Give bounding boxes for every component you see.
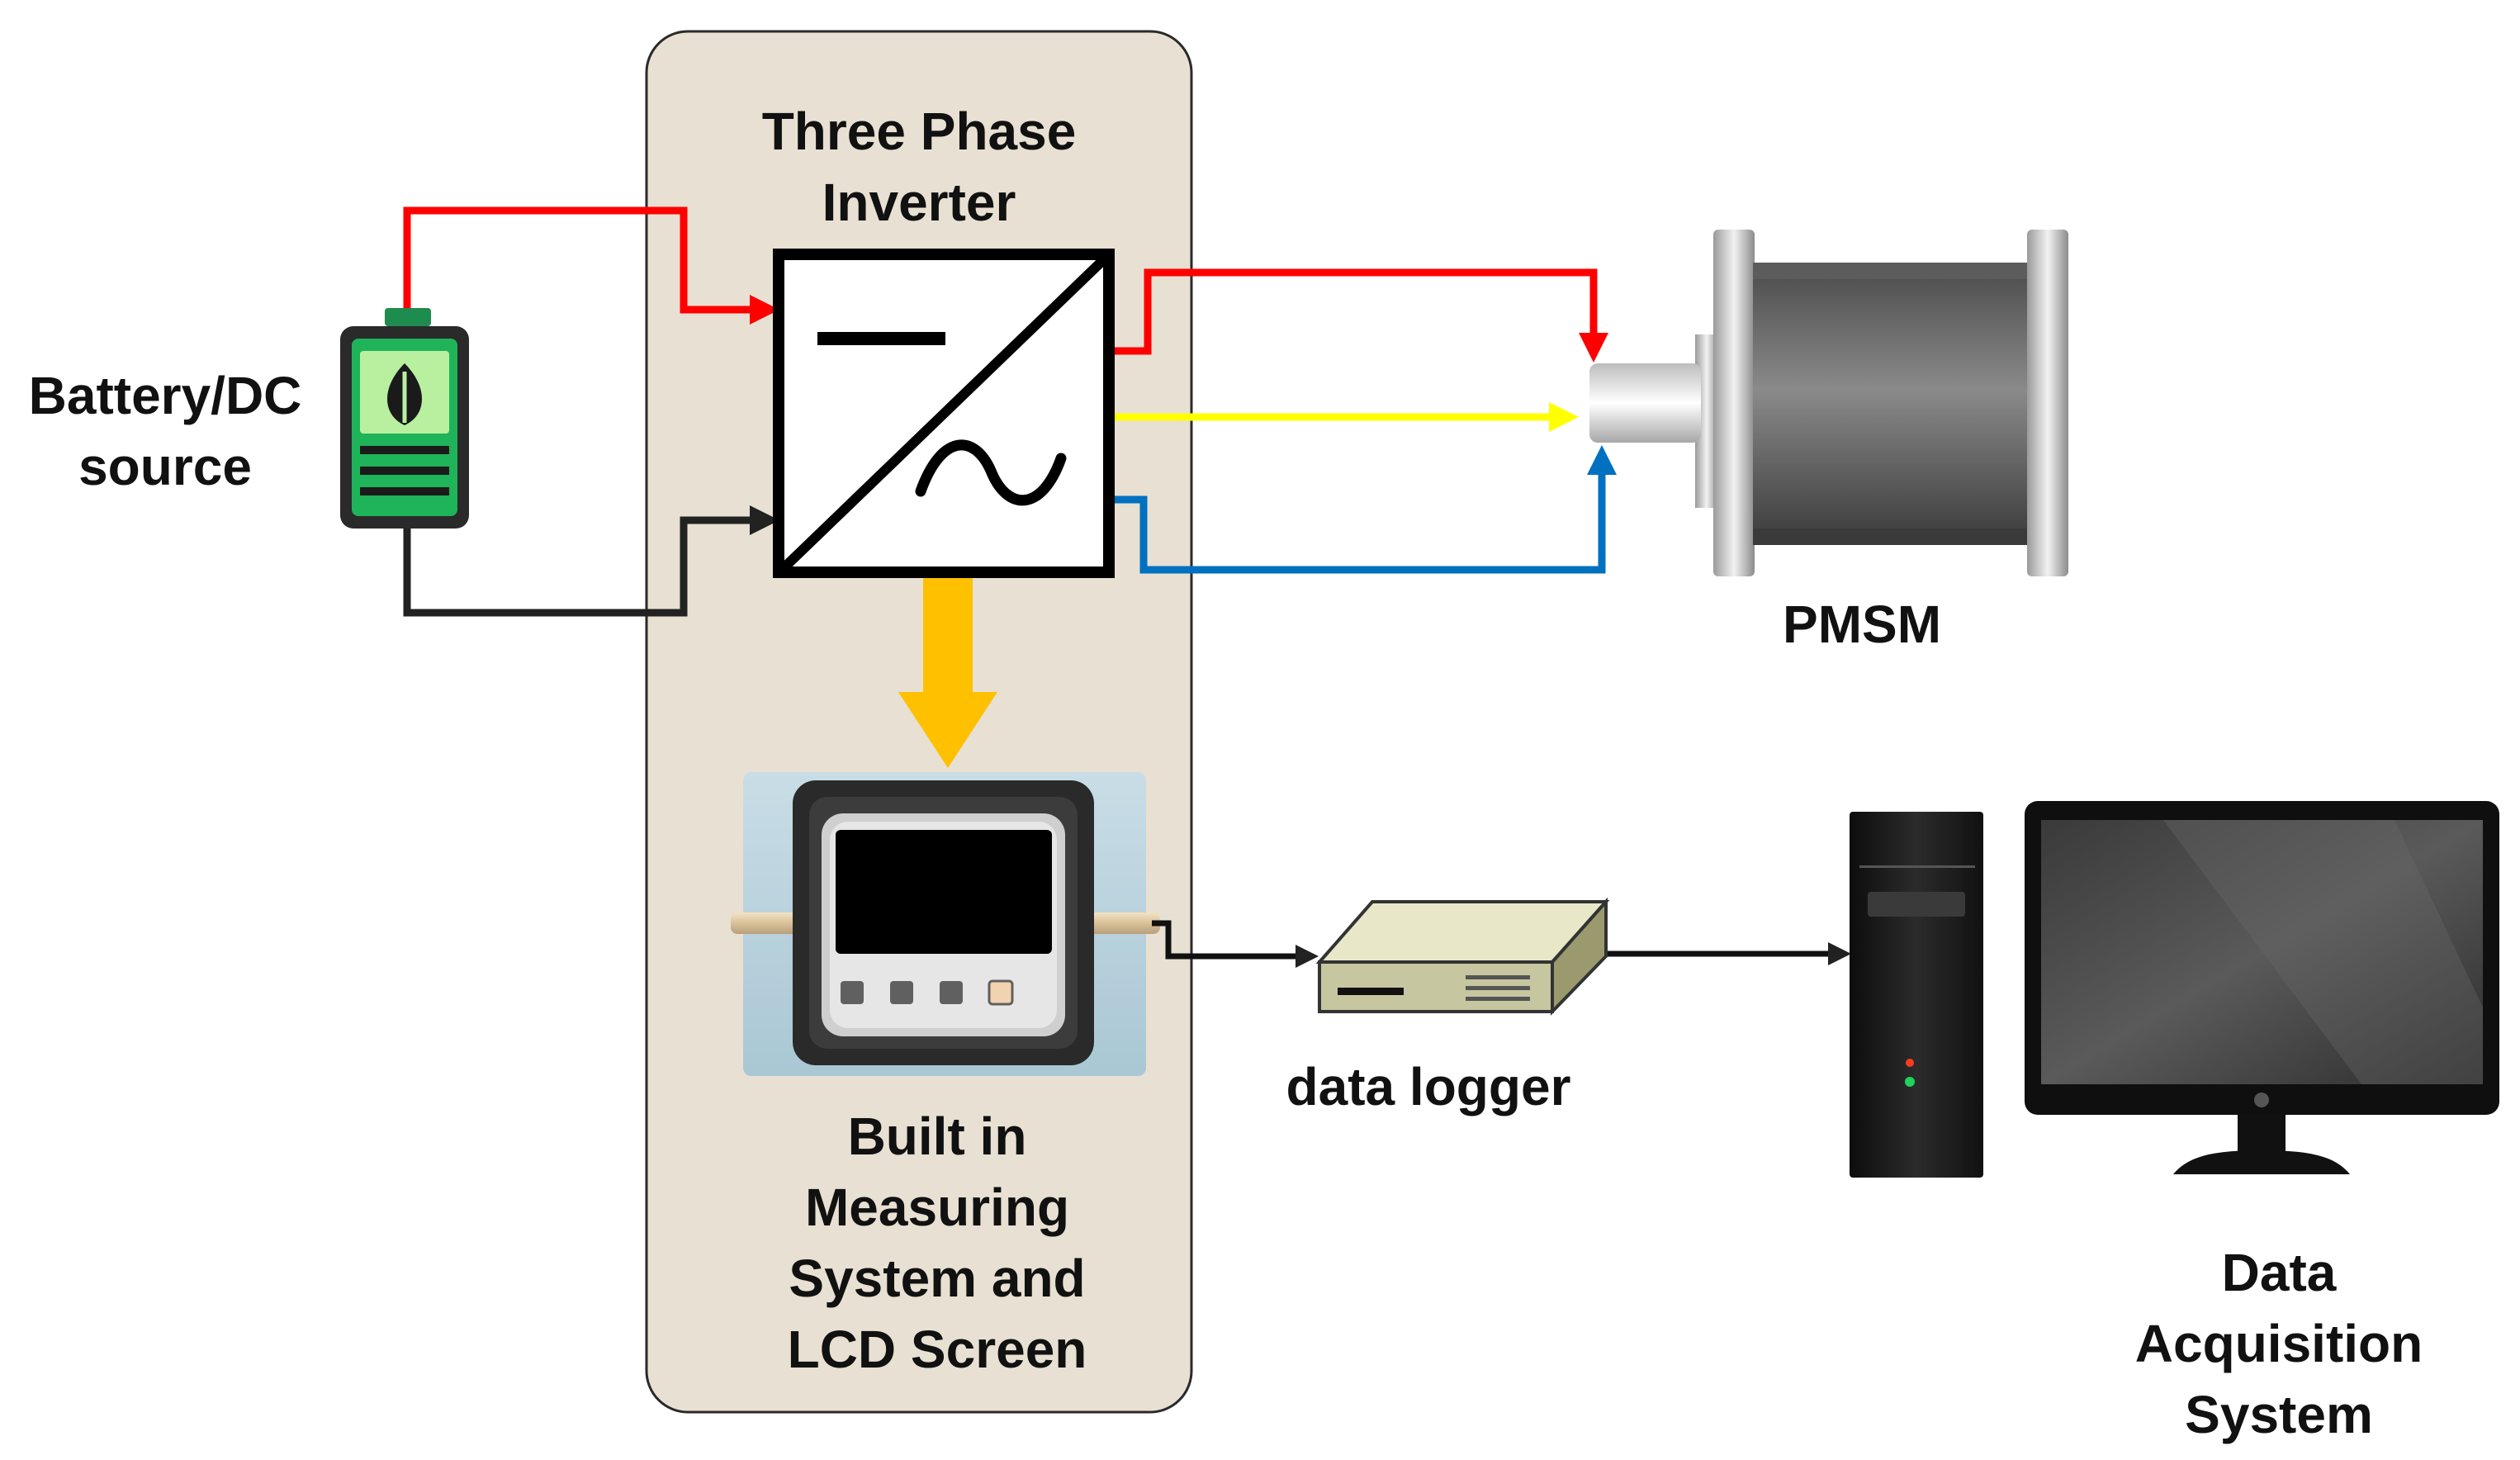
daq-label-line-2: Acquisition	[2134, 1314, 2423, 1373]
measuring-label-line-2: Measuring	[804, 1178, 1070, 1237]
monitor-icon	[2025, 801, 2499, 1174]
inverter-title-line-2: Inverter	[822, 173, 1016, 232]
measuring-label-line-4: LCD Screen	[787, 1320, 1087, 1379]
measurement-arrow	[898, 578, 997, 768]
data-logger-icon	[1315, 897, 1610, 1016]
battery-label-line-1: Battery/DC	[28, 366, 302, 425]
dc-positive-wire	[403, 206, 779, 325]
motor-label: PMSM	[1783, 595, 1941, 654]
battery-label: Battery/DC source	[4, 360, 326, 502]
inverter-block	[773, 249, 1115, 578]
phase-c-wire	[1111, 445, 1617, 574]
measuring-system-label: Built in Measuring System and LCD Screen	[727, 1101, 1148, 1385]
computer-tower-icon	[1850, 812, 1983, 1178]
phase-a-wire	[1111, 268, 1608, 363]
battery-icon	[340, 308, 469, 529]
inverter-title: Three Phase Inverter	[729, 96, 1109, 238]
data-logger-label: data logger	[1286, 1057, 1571, 1116]
measuring-label-line-3: System and	[789, 1249, 1086, 1308]
inverter-title-line-1: Three Phase	[761, 102, 1077, 161]
measuring-label-line-1: Built in	[847, 1107, 1027, 1166]
daq-label-line-3: System	[2185, 1385, 2373, 1444]
battery-label-line-2: source	[78, 437, 252, 496]
daq-label: Data Acquisition System	[2081, 1237, 2477, 1450]
motor-icon	[1589, 230, 2068, 576]
dc-negative-wire	[403, 505, 779, 617]
daq-label-line-1: Data	[2221, 1243, 2337, 1302]
meter-to-logger-link	[1152, 920, 1319, 968]
lcd-meter-icon	[731, 772, 1160, 1076]
